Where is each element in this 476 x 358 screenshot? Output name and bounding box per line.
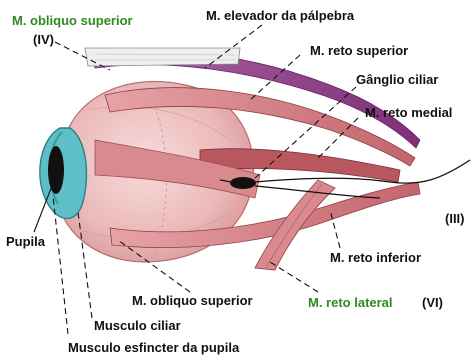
pupil [48, 146, 64, 194]
label-reto-medial: M. reto medial [365, 105, 452, 120]
label-musculo-ciliar: Musculo ciliar [94, 318, 181, 333]
obliquo-superior-tendon-top [85, 48, 240, 66]
label-pupila: Pupila [6, 234, 46, 249]
label-obliquo-superior-top: M. obliquo superior [12, 13, 133, 28]
label-nerve-vi: (VI) [422, 295, 443, 310]
label-reto-lateral: M. reto lateral [308, 295, 393, 310]
label-obliquo-superior-bottom: M. obliquo superior [132, 293, 253, 308]
label-reto-inferior: M. reto inferior [330, 250, 421, 265]
label-reto-superior: M. reto superior [310, 43, 408, 58]
label-nerve-iii: (III) [445, 211, 465, 226]
label-esfincter: Musculo esfincter da pupila [68, 340, 240, 355]
label-elevador: M. elevador da pálpebra [206, 8, 355, 23]
label-nerve-iv: (IV) [33, 32, 54, 47]
label-ganglio: Gânglio ciliar [356, 72, 438, 87]
